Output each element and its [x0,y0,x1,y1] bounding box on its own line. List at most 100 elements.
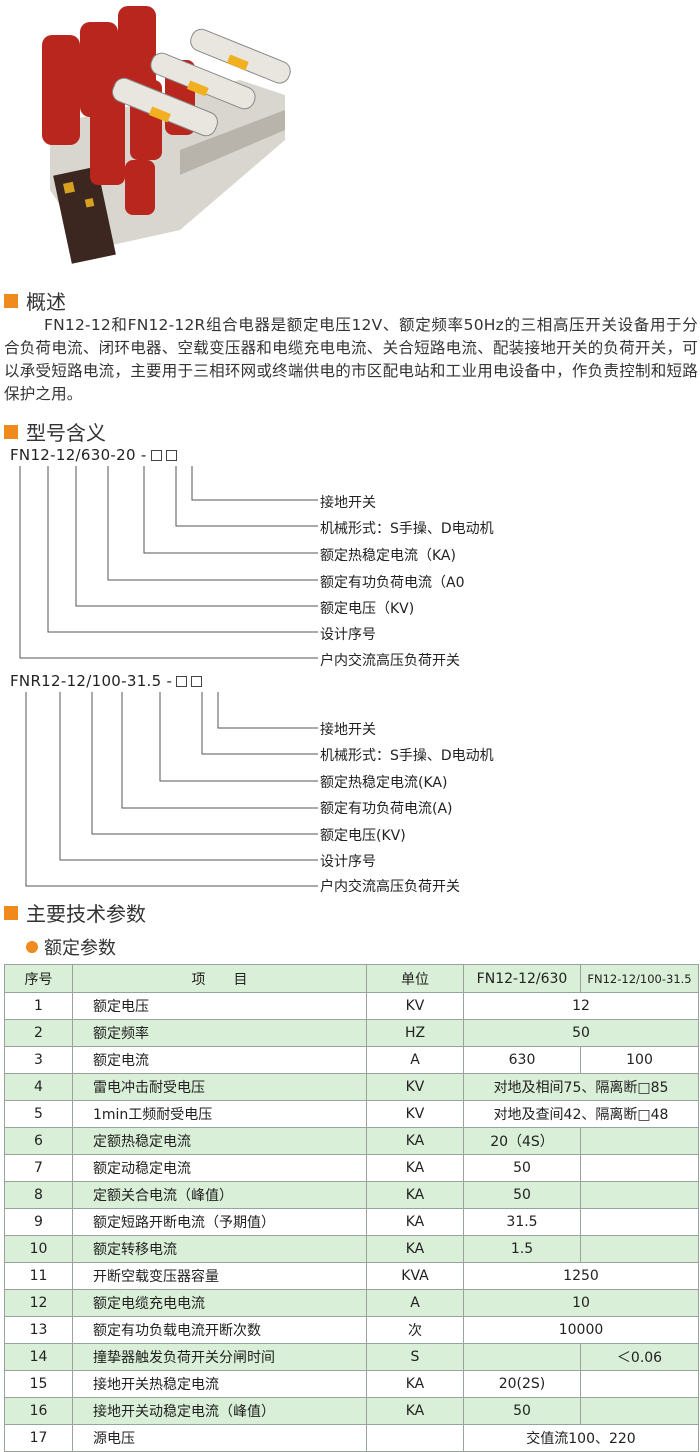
tech-heading-text: 主要技术参数 [26,902,146,926]
cell-unit: KA [366,1127,464,1155]
cell-value-2 [580,1181,699,1209]
cell-value-1: 20（4S） [463,1127,581,1155]
model-2-label-4: 额定有功负荷电流(A) [320,801,453,817]
cell-value-2 [580,1370,699,1398]
box-placeholder-icon [165,450,177,461]
round-bullet-icon [26,941,38,953]
cell-no: 12 [4,1289,73,1317]
cell-value-2 [580,1235,699,1263]
col-header-model-1: FN12-12/630 [463,964,581,993]
cell-value-1: 50 [463,1397,581,1425]
cell-value-2: ＜0.06 [580,1343,699,1371]
model-code-2: FNR12-12/100-31.5 - [10,672,203,690]
col-header-no: 序号 [4,964,73,993]
cell-value-2 [580,1127,699,1155]
col-header-model-2: FN12-12/100-31.5 [580,964,699,993]
cell-item: 额定短路开断电流（予期值） [72,1208,367,1236]
box-placeholder-icon [150,450,162,461]
cell-unit: KA [366,1397,464,1425]
model-2-label-5: 额定电压(KV) [320,828,406,844]
cell-value-1: 630 [463,1046,581,1074]
box-placeholder-icon [176,676,188,687]
model-2-leader-lines [25,692,318,887]
cell-unit: KA [366,1181,464,1209]
cell-unit: 次 [366,1316,464,1344]
cell-item: 额定电压 [72,992,367,1020]
cell-item: 额定电缆充电电流 [72,1289,367,1317]
cell-no: 13 [4,1316,73,1344]
square-bullet-icon [4,293,18,308]
model-1-label-6: 设计序号 [320,627,376,643]
cell-unit: KA [366,1154,464,1182]
overview-heading-text: 概述 [26,290,66,314]
cell-unit [366,1424,464,1452]
model-meaning-heading: 型号含义 [4,417,106,446]
model-1-label-1: 接地开关 [320,495,376,511]
cell-value-2 [580,1397,699,1425]
square-bullet-icon [4,905,18,920]
cell-no: 1 [4,992,73,1020]
cell-item: 额定电流 [72,1046,367,1074]
rated-params-heading: 额定参数 [26,934,116,960]
cell-no: 14 [4,1343,73,1371]
cell-no: 5 [4,1100,73,1128]
cell-item: 额定有功负载电流开断次数 [72,1316,367,1344]
model-2-label-7: 户内交流高压负荷开关 [320,879,460,895]
cell-no: 9 [4,1208,73,1236]
cell-value-2 [580,1208,699,1236]
model-2-label-1: 接地开关 [320,722,376,738]
table-header-row: 序号 项 目 单位 FN12-12/630 FN12-12/100-31.5 [4,964,699,993]
cell-value-1 [463,1343,581,1371]
cell-unit: KV [366,992,464,1020]
cell-item: 定额关合电流（峰值） [72,1181,367,1209]
cell-value: 交值流100、220 [463,1424,699,1452]
cell-no: 11 [4,1262,73,1290]
cell-unit: KV [366,1100,464,1128]
cell-item: 源电压 [72,1424,367,1452]
cell-no: 15 [4,1370,73,1398]
cell-no: 8 [4,1181,73,1209]
cell-unit: HZ [366,1019,464,1047]
cell-item: 额定频率 [72,1019,367,1047]
model-1-label-7: 户内交流高压负荷开关 [320,653,460,669]
model-code-2-text: FNR12-12/100-31.5 - [10,672,173,690]
model-1-label-3: 额定热稳定电流（KA) [320,548,456,564]
cell-no: 4 [4,1073,73,1101]
cell-no: 2 [4,1019,73,1047]
cell-unit: KA [366,1370,464,1398]
model-code-1: FN12-12/630-20 - [10,446,177,464]
cell-no: 7 [4,1154,73,1182]
cell-unit: A [366,1289,464,1317]
cell-item: 额定转移电流 [72,1235,367,1263]
cell-value: 50 [463,1019,699,1047]
cell-value: 10 [463,1289,699,1317]
overview-text: FN12-12和FN12-12R组合电器是额定电压12V、额定频率50Hz的三相… [4,316,698,403]
rated-params-heading-text: 额定参数 [44,938,116,959]
model-1-label-4: 额定有功负荷电流（A0 [320,575,465,591]
cell-unit: KA [366,1208,464,1236]
overview-paragraph: FN12-12和FN12-12R组合电器是额定电压12V、额定频率50Hz的三相… [4,314,698,406]
cell-unit: S [366,1343,464,1371]
box-placeholder-icon [191,676,203,687]
tech-heading: 主要技术参数 [4,898,146,927]
cell-value: 12 [463,992,699,1020]
cell-no: 6 [4,1127,73,1155]
col-header-unit: 单位 [366,964,464,993]
cell-no: 16 [4,1397,73,1425]
cell-value: 1250 [463,1262,699,1290]
cell-value-1: 50 [463,1154,581,1182]
cell-value: 对地及查间42、隔离断□48 [463,1100,699,1128]
model-2-label-3: 额定热稳定电流(KA) [320,775,448,791]
cell-value: 10000 [463,1316,699,1344]
cell-item: 定额热稳定电流 [72,1127,367,1155]
